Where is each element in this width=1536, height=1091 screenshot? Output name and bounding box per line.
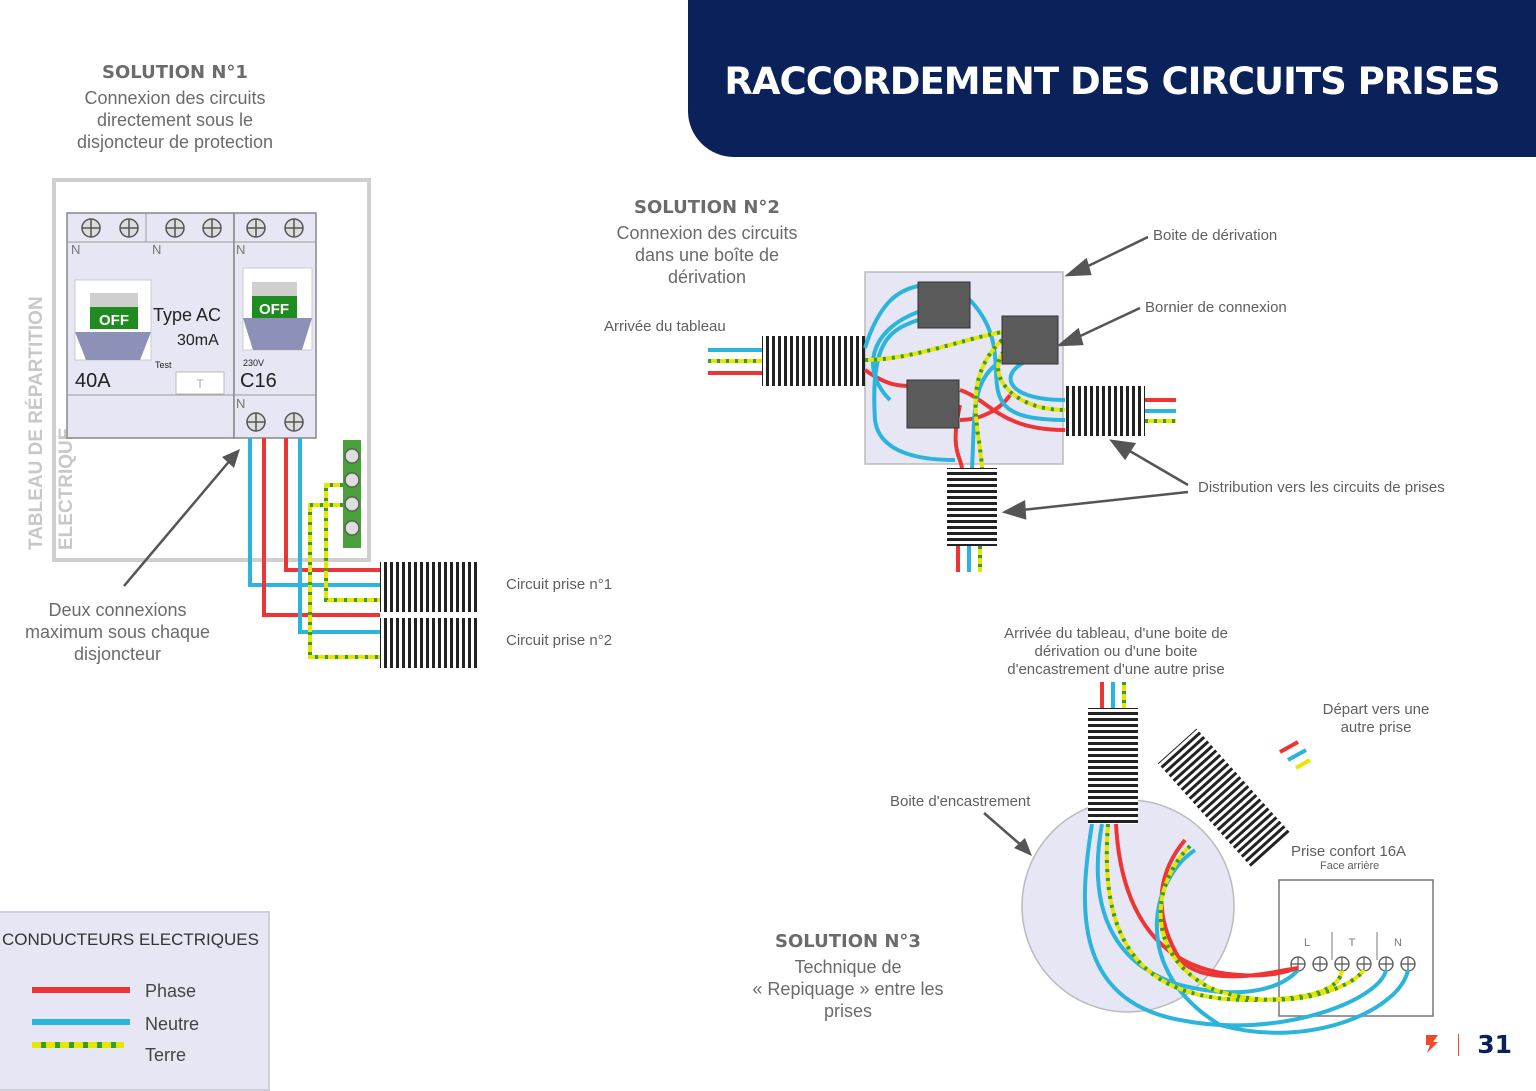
solution2-title: SOLUTION N°2 <box>634 197 780 218</box>
brand-logo-icon <box>1424 1034 1440 1054</box>
page-title: RACCORDEMENT DES CIRCUITS PRISES <box>724 60 1500 103</box>
input-sheath <box>1088 708 1138 824</box>
socket-title: Prise confort 16A <box>1291 843 1407 860</box>
solution3-diagram: L T N <box>983 682 1434 1035</box>
socket-back <box>1278 879 1434 1017</box>
svg-text:N: N <box>236 242 245 257</box>
solution1-desc: Connexion des circuits directement sous … <box>76 88 274 152</box>
output-sheath-bottom <box>947 468 997 546</box>
terminal-block-3 <box>906 379 960 429</box>
solution2-desc: Connexion des circuits dans une boîte de… <box>616 223 798 287</box>
arrow-icon <box>1056 327 1084 347</box>
s2-input-label: Arrivée du tableau <box>604 318 726 335</box>
arrow-icon <box>1001 499 1027 520</box>
solution2-diagram <box>708 235 1189 572</box>
screw-icon <box>284 412 304 432</box>
solution1-note: Deux connexions maximum sous chaque disj… <box>24 600 211 664</box>
svg-text:T: T <box>1349 937 1356 949</box>
test-button[interactable] <box>175 371 225 395</box>
solution3-desc: Technique de « Repiquage » entre les pri… <box>752 957 944 1021</box>
svg-text:C16: C16 <box>240 370 277 392</box>
svg-text:N: N <box>71 242 80 257</box>
s3-input-label: Arrivée du tableau, d'une boite de dériv… <box>1004 625 1228 678</box>
legend: CONDUCTEURS ELECTRIQUES Phase Neutre Ter… <box>0 911 270 1091</box>
circuit2-sheath <box>380 618 478 668</box>
solution1-title: SOLUTION N°1 <box>102 62 248 83</box>
page-divider <box>1458 1034 1459 1056</box>
solution1-diagram: TABLEAU DE RÉPARTITION ELECTRIQUE N N OF… <box>25 178 478 668</box>
output-sheath <box>1157 728 1291 868</box>
screw-icon <box>119 218 139 238</box>
svg-text:Type AC: Type AC <box>153 305 221 325</box>
svg-text:230V: 230V <box>243 358 264 368</box>
svg-text:OFF: OFF <box>259 301 289 318</box>
svg-text:30mA: 30mA <box>177 332 219 349</box>
legend-phase-swatch <box>32 987 130 993</box>
s3-output-label: Départ vers une autre prise <box>1322 701 1430 736</box>
svg-text:Test: Test <box>155 360 172 370</box>
arrow-icon <box>1014 838 1032 856</box>
arrow-icon <box>222 449 240 468</box>
flush-box <box>1021 799 1235 1013</box>
svg-text:40A: 40A <box>75 370 111 392</box>
legend-neutral-swatch <box>32 1019 130 1025</box>
solution3-title: SOLUTION N°3 <box>775 931 921 952</box>
screw-icon <box>284 218 304 238</box>
svg-text:N: N <box>1394 937 1402 949</box>
svg-text:OFF: OFF <box>99 312 129 329</box>
legend-title: CONDUCTEURS ELECTRIQUES <box>2 930 259 949</box>
screw-icon <box>165 218 185 238</box>
s3-box-label: Boite d'encastrement <box>890 793 1031 810</box>
legend-neutral-label: Neutre <box>145 1014 200 1034</box>
s2-box-label: Boite de dérivation <box>1153 227 1278 244</box>
earth-terminal-bar <box>343 440 361 548</box>
panel-label-2: ELECTRIQUE <box>56 428 77 550</box>
svg-text:L: L <box>1304 937 1310 949</box>
output-sheath-right <box>1065 386 1145 436</box>
panel-label-1: TABLEAU DE RÉPARTITION <box>25 296 47 550</box>
s2-terminal-label: Bornier de connexion <box>1145 299 1287 316</box>
circuit2-label: Circuit prise n°2 <box>506 632 613 649</box>
circuit1-label: Circuit prise n°1 <box>506 576 613 593</box>
input-sheath <box>762 336 865 386</box>
screw-icon <box>202 218 222 238</box>
circuit1-sheath <box>380 562 478 612</box>
svg-text:N: N <box>152 242 161 257</box>
cb-off-indicator <box>252 296 297 318</box>
svg-text:T: T <box>196 377 204 391</box>
terminal-block-2 <box>1001 315 1059 365</box>
screw-icon <box>246 218 266 238</box>
socket-subtitle: Face arrière <box>1320 860 1380 872</box>
arrow-icon <box>1109 439 1137 461</box>
arrow-icon <box>1064 257 1092 277</box>
diff-off-indicator <box>90 307 138 329</box>
page-number: 31 <box>1477 1030 1512 1059</box>
terminal-block-1 <box>917 281 971 329</box>
screw-icon <box>246 412 266 432</box>
legend-phase-label: Phase <box>145 981 197 1001</box>
svg-text:N: N <box>236 396 245 411</box>
header-banner: RACCORDEMENT DES CIRCUITS PRISES <box>688 0 1536 157</box>
screw-icon <box>81 218 101 238</box>
s2-distribution-label: Distribution vers les circuits de prises <box>1198 479 1445 496</box>
legend-earth-label: Terre <box>145 1045 187 1065</box>
legend-earth-swatch <box>32 1042 124 1048</box>
